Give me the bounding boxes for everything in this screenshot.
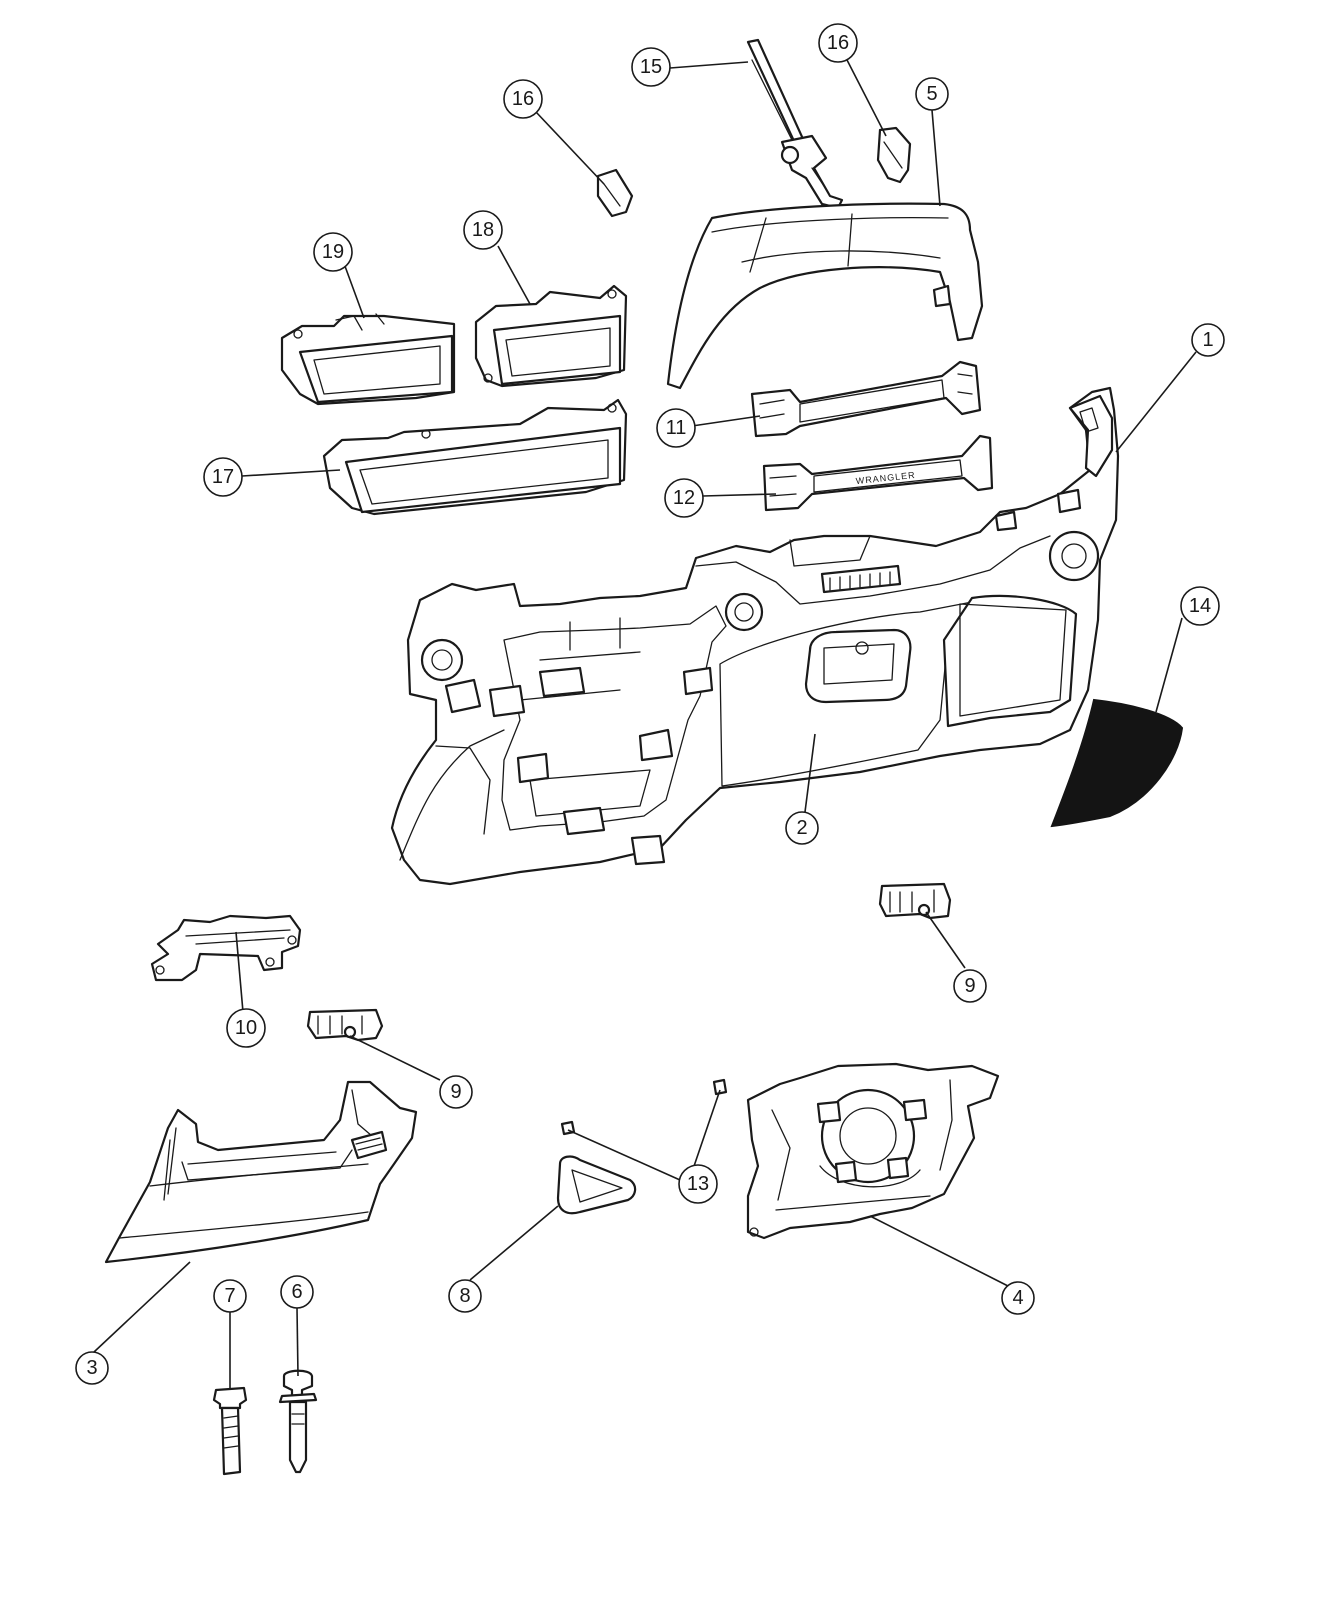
part-6-bolt <box>278 1369 318 1474</box>
callout-label: 17 <box>212 466 234 488</box>
part-13-clip-small-2 <box>712 1078 728 1096</box>
part-19-air-vent <box>280 313 456 406</box>
callout-9-left: 9 <box>439 1075 473 1109</box>
callout-17: 17 <box>203 457 243 497</box>
callout-1: 1 <box>1191 323 1225 357</box>
callout-10: 10 <box>226 1008 266 1048</box>
callout-label: 19 <box>322 241 344 263</box>
part-17-center-air-vent <box>322 398 628 516</box>
callout-3: 3 <box>75 1351 109 1385</box>
part-4-column-cover-panel <box>746 1062 1000 1240</box>
part-10-mounting-bracket <box>150 914 302 982</box>
callout-label: 2 <box>796 817 807 839</box>
part-15-cable-harness <box>746 38 844 210</box>
callout-label: 13 <box>687 1173 709 1195</box>
callout-16-right: 16 <box>818 23 858 63</box>
callout-12: 12 <box>664 478 704 518</box>
callout-label: 6 <box>291 1281 302 1303</box>
part-8-trim-piece <box>556 1155 637 1215</box>
callout-label: 12 <box>673 487 695 509</box>
callout-9-right: 9 <box>953 969 987 1003</box>
callout-label: 11 <box>666 417 687 439</box>
callout-15: 15 <box>631 47 671 87</box>
part-3-knee-panel <box>104 1080 418 1264</box>
part-18-air-vent <box>474 284 628 388</box>
callout-16-left: 16 <box>503 79 543 119</box>
callout-5: 5 <box>915 77 949 111</box>
callout-4: 4 <box>1001 1281 1035 1315</box>
part-12-trim-bar-wrangler: WRANGLER <box>762 434 994 512</box>
callout-8: 8 <box>448 1279 482 1313</box>
callout-label: 8 <box>459 1285 470 1307</box>
callout-label: 4 <box>1012 1287 1023 1309</box>
callout-label: 14 <box>1189 595 1211 617</box>
callout-19: 19 <box>313 232 353 272</box>
callout-label: 10 <box>235 1017 257 1039</box>
callout-label: 9 <box>964 975 975 997</box>
callout-18: 18 <box>463 210 503 250</box>
part-16-clip-left <box>596 168 634 218</box>
callout-11: 11 <box>656 408 696 448</box>
callout-label: 5 <box>926 83 937 105</box>
part-9-retainer-clip-left <box>306 1008 384 1042</box>
part-9-retainer-clip-right <box>878 882 952 920</box>
part-14-knee-pad-insert <box>1050 698 1184 828</box>
callout-7: 7 <box>213 1279 247 1313</box>
callout-label: 9 <box>450 1081 461 1103</box>
callout-13: 13 <box>678 1164 718 1204</box>
callout-14: 14 <box>1180 586 1220 626</box>
callout-label: 16 <box>827 32 849 54</box>
callout-2: 2 <box>785 811 819 845</box>
callout-label: 7 <box>224 1285 235 1307</box>
part-7-bolt <box>212 1386 248 1476</box>
callout-label: 3 <box>86 1357 97 1379</box>
callout-label: 1 <box>1202 329 1213 351</box>
part-16-clip-right <box>876 126 912 184</box>
leader-lines <box>93 57 1197 1390</box>
callout-label: 18 <box>472 219 494 241</box>
part-5-instrument-bezel <box>666 202 984 390</box>
part-11-trim-bar <box>750 360 982 438</box>
callout-label: 16 <box>512 88 534 110</box>
callout-6: 6 <box>280 1275 314 1309</box>
callout-label: 15 <box>640 56 662 78</box>
part-1-2-instrument-panel <box>390 386 1120 886</box>
